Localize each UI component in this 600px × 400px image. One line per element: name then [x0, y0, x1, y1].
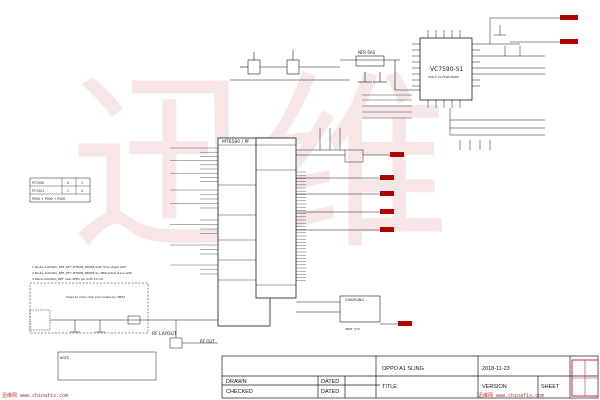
note-line-3: 3.Place AUXADC_REF near PMIC pin with 10… — [32, 277, 104, 281]
title-label: TITLE: — [382, 384, 399, 390]
dated-label-2: DATED — [321, 389, 339, 395]
rf-region-note: Close to main chip and isolate by VBOT — [66, 295, 125, 299]
bottom-note-label: NOTE — [60, 356, 69, 360]
rf-region — [29, 282, 149, 334]
note-line-1: 1.Route AUXADC_REF_RF7 MTR0B_SENSE with … — [32, 265, 127, 269]
table-cell-1-0: PCT001 — [32, 189, 44, 193]
table-cell-1-2: 0 — [81, 189, 83, 193]
charging-block — [296, 295, 412, 326]
bridge-ic — [412, 30, 480, 108]
charging-block-label: CHARGING — [345, 298, 364, 302]
power-section — [230, 50, 420, 91]
table-cell-2-0: P000 + P000 + P000 — [32, 197, 65, 201]
main-ic-right-pins — [296, 171, 306, 281]
bridge-net-flags — [560, 15, 578, 44]
inductor — [355, 55, 385, 67]
drawn-label: DRAWN — [226, 379, 247, 385]
mid-filter — [344, 149, 364, 163]
table-cell-0-1: 0 — [67, 181, 69, 185]
footer-left: 迅维网 www.chinafix.com — [2, 393, 69, 399]
config-table — [29, 177, 91, 203]
mid-caps — [296, 128, 390, 231]
footer-right: 迅维网 www.chinafix.com — [478, 393, 545, 399]
main-ic-left-pins — [170, 147, 218, 275]
sheet-label: SHEET — [541, 384, 560, 390]
dated-label-1: DATED — [321, 379, 339, 385]
project-date: 2018-11-23 — [482, 366, 510, 372]
table-cell-1-1: 1 — [67, 189, 69, 193]
project-name: OPPO A1 SLING — [382, 366, 424, 372]
bridge-right-nets — [449, 17, 560, 150]
table-cell-0-0: PCT000 — [32, 181, 44, 185]
seal-stamp — [571, 359, 599, 397]
bridge-ic-label: VC7590-S1 — [430, 66, 464, 73]
bridge-ic-sub: VCK-1 VC7590-SN0D — [428, 75, 460, 79]
rf-layout-label: RF LAYOUT — [152, 331, 177, 337]
note-line-2: 2.Route AUXADC_REF_RF7 MTR0B_SENSE as di… — [32, 271, 132, 275]
inductor-label: NFR 6A0 — [358, 50, 376, 55]
main-ic — [217, 137, 297, 327]
main-ic-label: MT6580 / PF — [222, 139, 250, 145]
rf-out-label: RF OUT — [200, 339, 215, 344]
checked-label: CHECKED — [226, 389, 253, 395]
version-label: VERSION — [482, 384, 507, 390]
title-block — [221, 355, 599, 399]
rf-chain — [50, 315, 218, 349]
table-cell-0-2: 1 — [81, 181, 83, 185]
power-net-label: VBAT_SYS — [345, 327, 360, 331]
bottom-note-box — [57, 351, 157, 381]
